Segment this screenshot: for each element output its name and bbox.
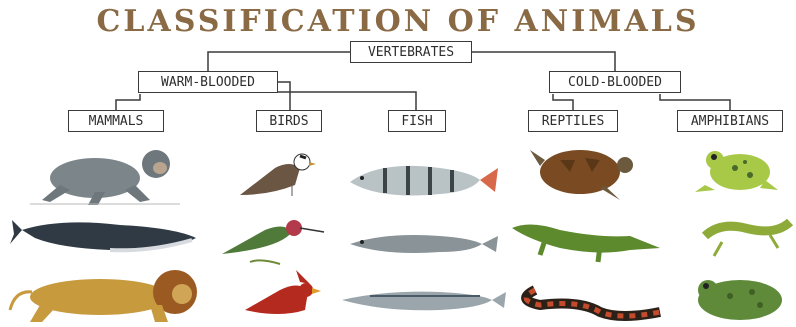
toad-icon	[698, 280, 782, 320]
crocodile-icon	[512, 224, 660, 262]
snake-icon	[526, 290, 660, 316]
lion-icon	[10, 270, 197, 322]
newt-icon	[705, 222, 790, 256]
chimpanzee-icon	[30, 150, 180, 205]
cardinal-icon	[245, 270, 321, 314]
cod-icon	[350, 235, 498, 253]
perch-icon	[350, 166, 498, 196]
sea-turtle-icon	[530, 150, 633, 200]
hummingbird-icon	[222, 220, 324, 264]
sparrow-icon	[240, 154, 316, 196]
mackerel-icon	[342, 292, 506, 311]
frog-icon	[695, 151, 778, 192]
whale-icon	[10, 220, 196, 250]
